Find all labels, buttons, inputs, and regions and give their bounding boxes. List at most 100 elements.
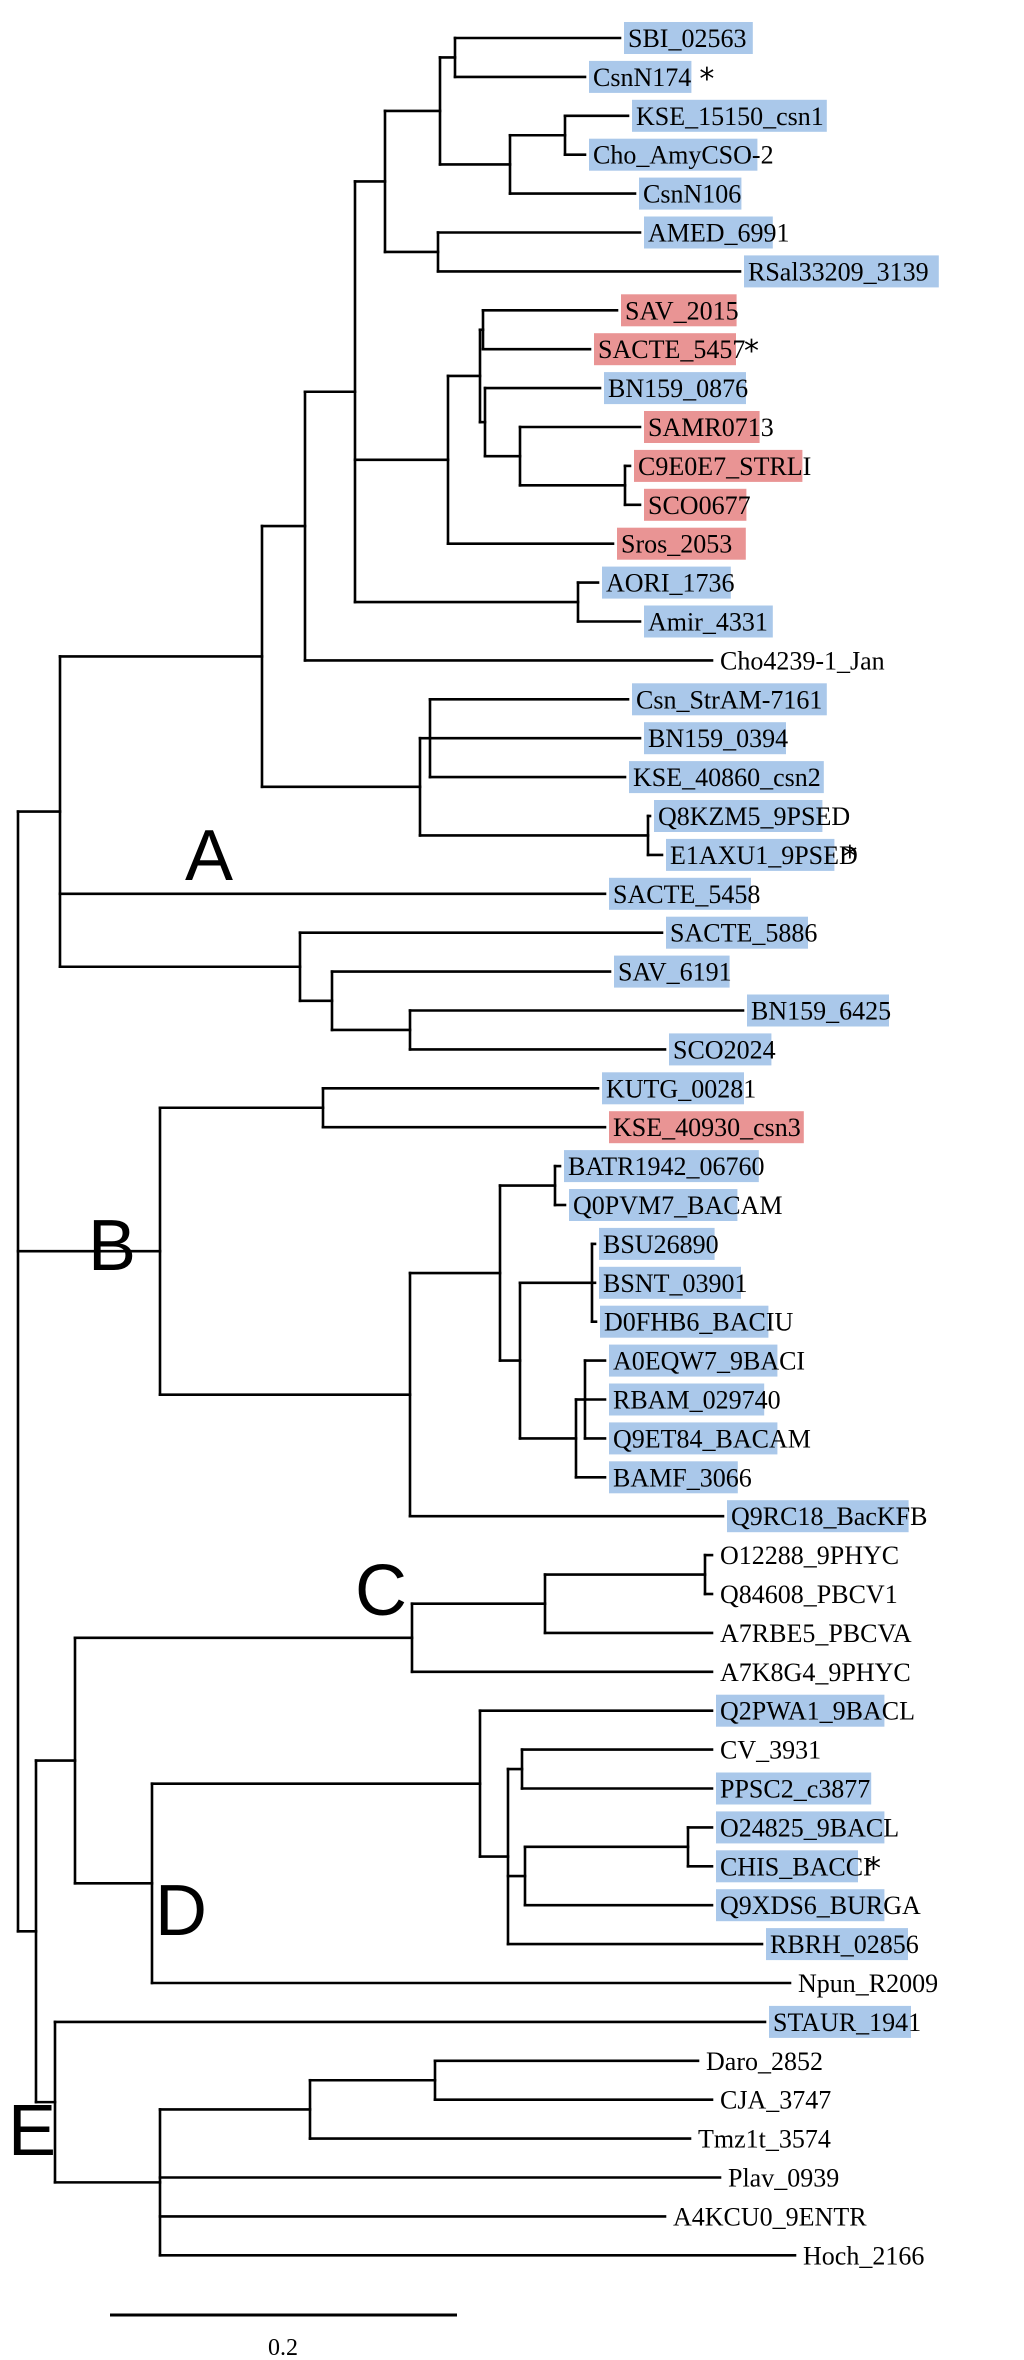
leaf-highlight	[602, 1072, 744, 1105]
leaf-label: Q2PWA1_9BACL	[720, 1697, 915, 1726]
leaf-label: BAMF_3066	[613, 1463, 752, 1492]
leaf-label: SCO0677	[648, 491, 751, 520]
leaf-label: Amir_4331	[648, 608, 768, 637]
leaf-label: RBRH_02856	[770, 1930, 919, 1959]
leaf-highlights	[564, 22, 939, 2038]
leaf-label: A7RBE5_PBCVA	[720, 1619, 912, 1648]
leaf-highlight	[716, 1772, 872, 1805]
leaf-label: CJA_3747	[720, 2086, 831, 2115]
leaf-highlight	[766, 1928, 908, 1961]
clade-label-d: D	[155, 1871, 207, 1951]
leaf-highlight	[604, 372, 746, 405]
leaf-label: Plav_0939	[728, 2164, 839, 2193]
leaf-highlight	[716, 1889, 885, 1922]
leaf-highlight	[564, 1150, 759, 1183]
leaf-highlight	[644, 411, 760, 443]
leaf-highlight	[669, 1033, 772, 1066]
leaf-label: AMED_6991	[648, 219, 790, 248]
leaf-highlight	[632, 683, 827, 716]
leaf-highlight	[617, 527, 746, 560]
leaf-label: SAV_6191	[618, 958, 732, 987]
leaf-label: A0EQW7_9BACI	[613, 1347, 805, 1376]
leaf-highlight	[644, 722, 786, 755]
asterisk-marker: *	[699, 62, 714, 97]
leaf-label: KUTG_00281	[606, 1074, 756, 1103]
leaf-highlight	[654, 800, 823, 832]
leaf-label: BN159_0394	[648, 724, 788, 753]
leaf-label: KSE_40860_csn2	[633, 763, 821, 792]
leaf-label: SAMR0713	[648, 413, 774, 442]
leaf-highlight	[589, 138, 758, 171]
leaf-highlight	[727, 1500, 909, 1533]
leaf-highlight	[599, 1266, 741, 1299]
leaf-label: SCO2024	[673, 1035, 776, 1064]
leaf-label: CsnN174	[593, 63, 691, 92]
leaf-highlight	[589, 60, 692, 93]
leaf-highlight	[609, 1422, 778, 1455]
leaf-label: SACTE_5457	[598, 335, 745, 364]
leaf-label: CHIS_BACCI	[720, 1852, 872, 1881]
leaf-label: Q9ET84_BACAM	[613, 1424, 811, 1453]
leaf-label: C9E0E7_STRLI	[638, 452, 811, 481]
clade-label-c: C	[355, 1551, 407, 1631]
leaf-label: O24825_9BACL	[720, 1813, 899, 1842]
leaf-highlight	[609, 1461, 738, 1494]
leaf-highlight	[602, 566, 731, 599]
leaf-highlight	[624, 22, 753, 54]
leaf-highlight	[609, 877, 751, 910]
leaf-label: Npun_R2009	[798, 1969, 938, 1998]
leaf-highlight	[747, 994, 889, 1027]
leaf-highlight	[666, 838, 835, 871]
leaf-label: Hoch_2166	[803, 2241, 924, 2270]
leaf-label: KSE_40930_csn3	[613, 1113, 801, 1142]
leaf-label: KSE_15150_csn1	[636, 102, 824, 131]
leaf-highlight	[609, 1111, 804, 1144]
leaf-label: SBI_02563	[628, 24, 746, 53]
leaf-label: Cho_AmyCSO-2	[593, 141, 774, 170]
leaf-highlight	[614, 955, 730, 988]
leaf-label: STAUR_1941	[773, 2008, 921, 2037]
leaf-highlight	[716, 1850, 858, 1883]
leaf-label: BSU26890	[603, 1230, 719, 1259]
leaf-highlight	[632, 99, 827, 132]
leaf-label: Q0PVM7_BACAM	[573, 1191, 783, 1220]
leaf-highlight	[621, 294, 737, 327]
leaf-label: Tmz1t_3574	[698, 2125, 831, 2154]
leaf-label: BATR1942_06760	[568, 1152, 764, 1181]
asterisk-marker: *	[744, 334, 759, 369]
leaf-highlight	[609, 1344, 778, 1377]
leaf-label: O12288_9PHYC	[720, 1541, 899, 1570]
leaf-label: Q84608_PBCV1	[720, 1580, 898, 1609]
leaf-label: AORI_1736	[606, 569, 735, 598]
leaf-highlight	[600, 1305, 769, 1338]
leaf-highlight	[644, 216, 773, 249]
clade-label-e: E	[8, 2091, 56, 2171]
tree-branches	[16, 36, 797, 2257]
leaf-label: A7K8G4_9PHYC	[720, 1658, 911, 1687]
leaf-highlight	[769, 2005, 911, 2038]
leaf-label: BSNT_03901	[603, 1269, 747, 1298]
asterisk-marker: *	[842, 840, 857, 875]
leaf-highlight	[644, 488, 747, 521]
leaf-label: SACTE_5458	[613, 880, 760, 909]
leaf-highlight	[629, 761, 824, 794]
leaf-highlight	[609, 1383, 765, 1416]
leaf-highlight	[639, 177, 742, 210]
leaf-highlight	[634, 449, 803, 482]
leaf-label: SAV_2015	[625, 296, 739, 325]
leaf-label: SACTE_5886	[670, 919, 817, 948]
leaf-highlight	[644, 605, 773, 638]
leaf-highlight	[666, 916, 808, 949]
clade-label-a: A	[185, 816, 233, 896]
leaf-label: Q9XDS6_BURGA	[720, 1891, 921, 1920]
leaf-label: Csn_StrAM-7161	[636, 685, 822, 714]
leaf-label: E1AXU1_9PSED	[670, 841, 858, 870]
leaf-label: D0FHB6_BACIU	[604, 1308, 793, 1337]
leaf-label: Sros_2053	[621, 530, 732, 559]
scale-bar-label: 0.2	[268, 2335, 298, 2360]
leaf-highlight	[716, 1694, 885, 1727]
leaf-label: Daro_2852	[706, 2047, 823, 2076]
